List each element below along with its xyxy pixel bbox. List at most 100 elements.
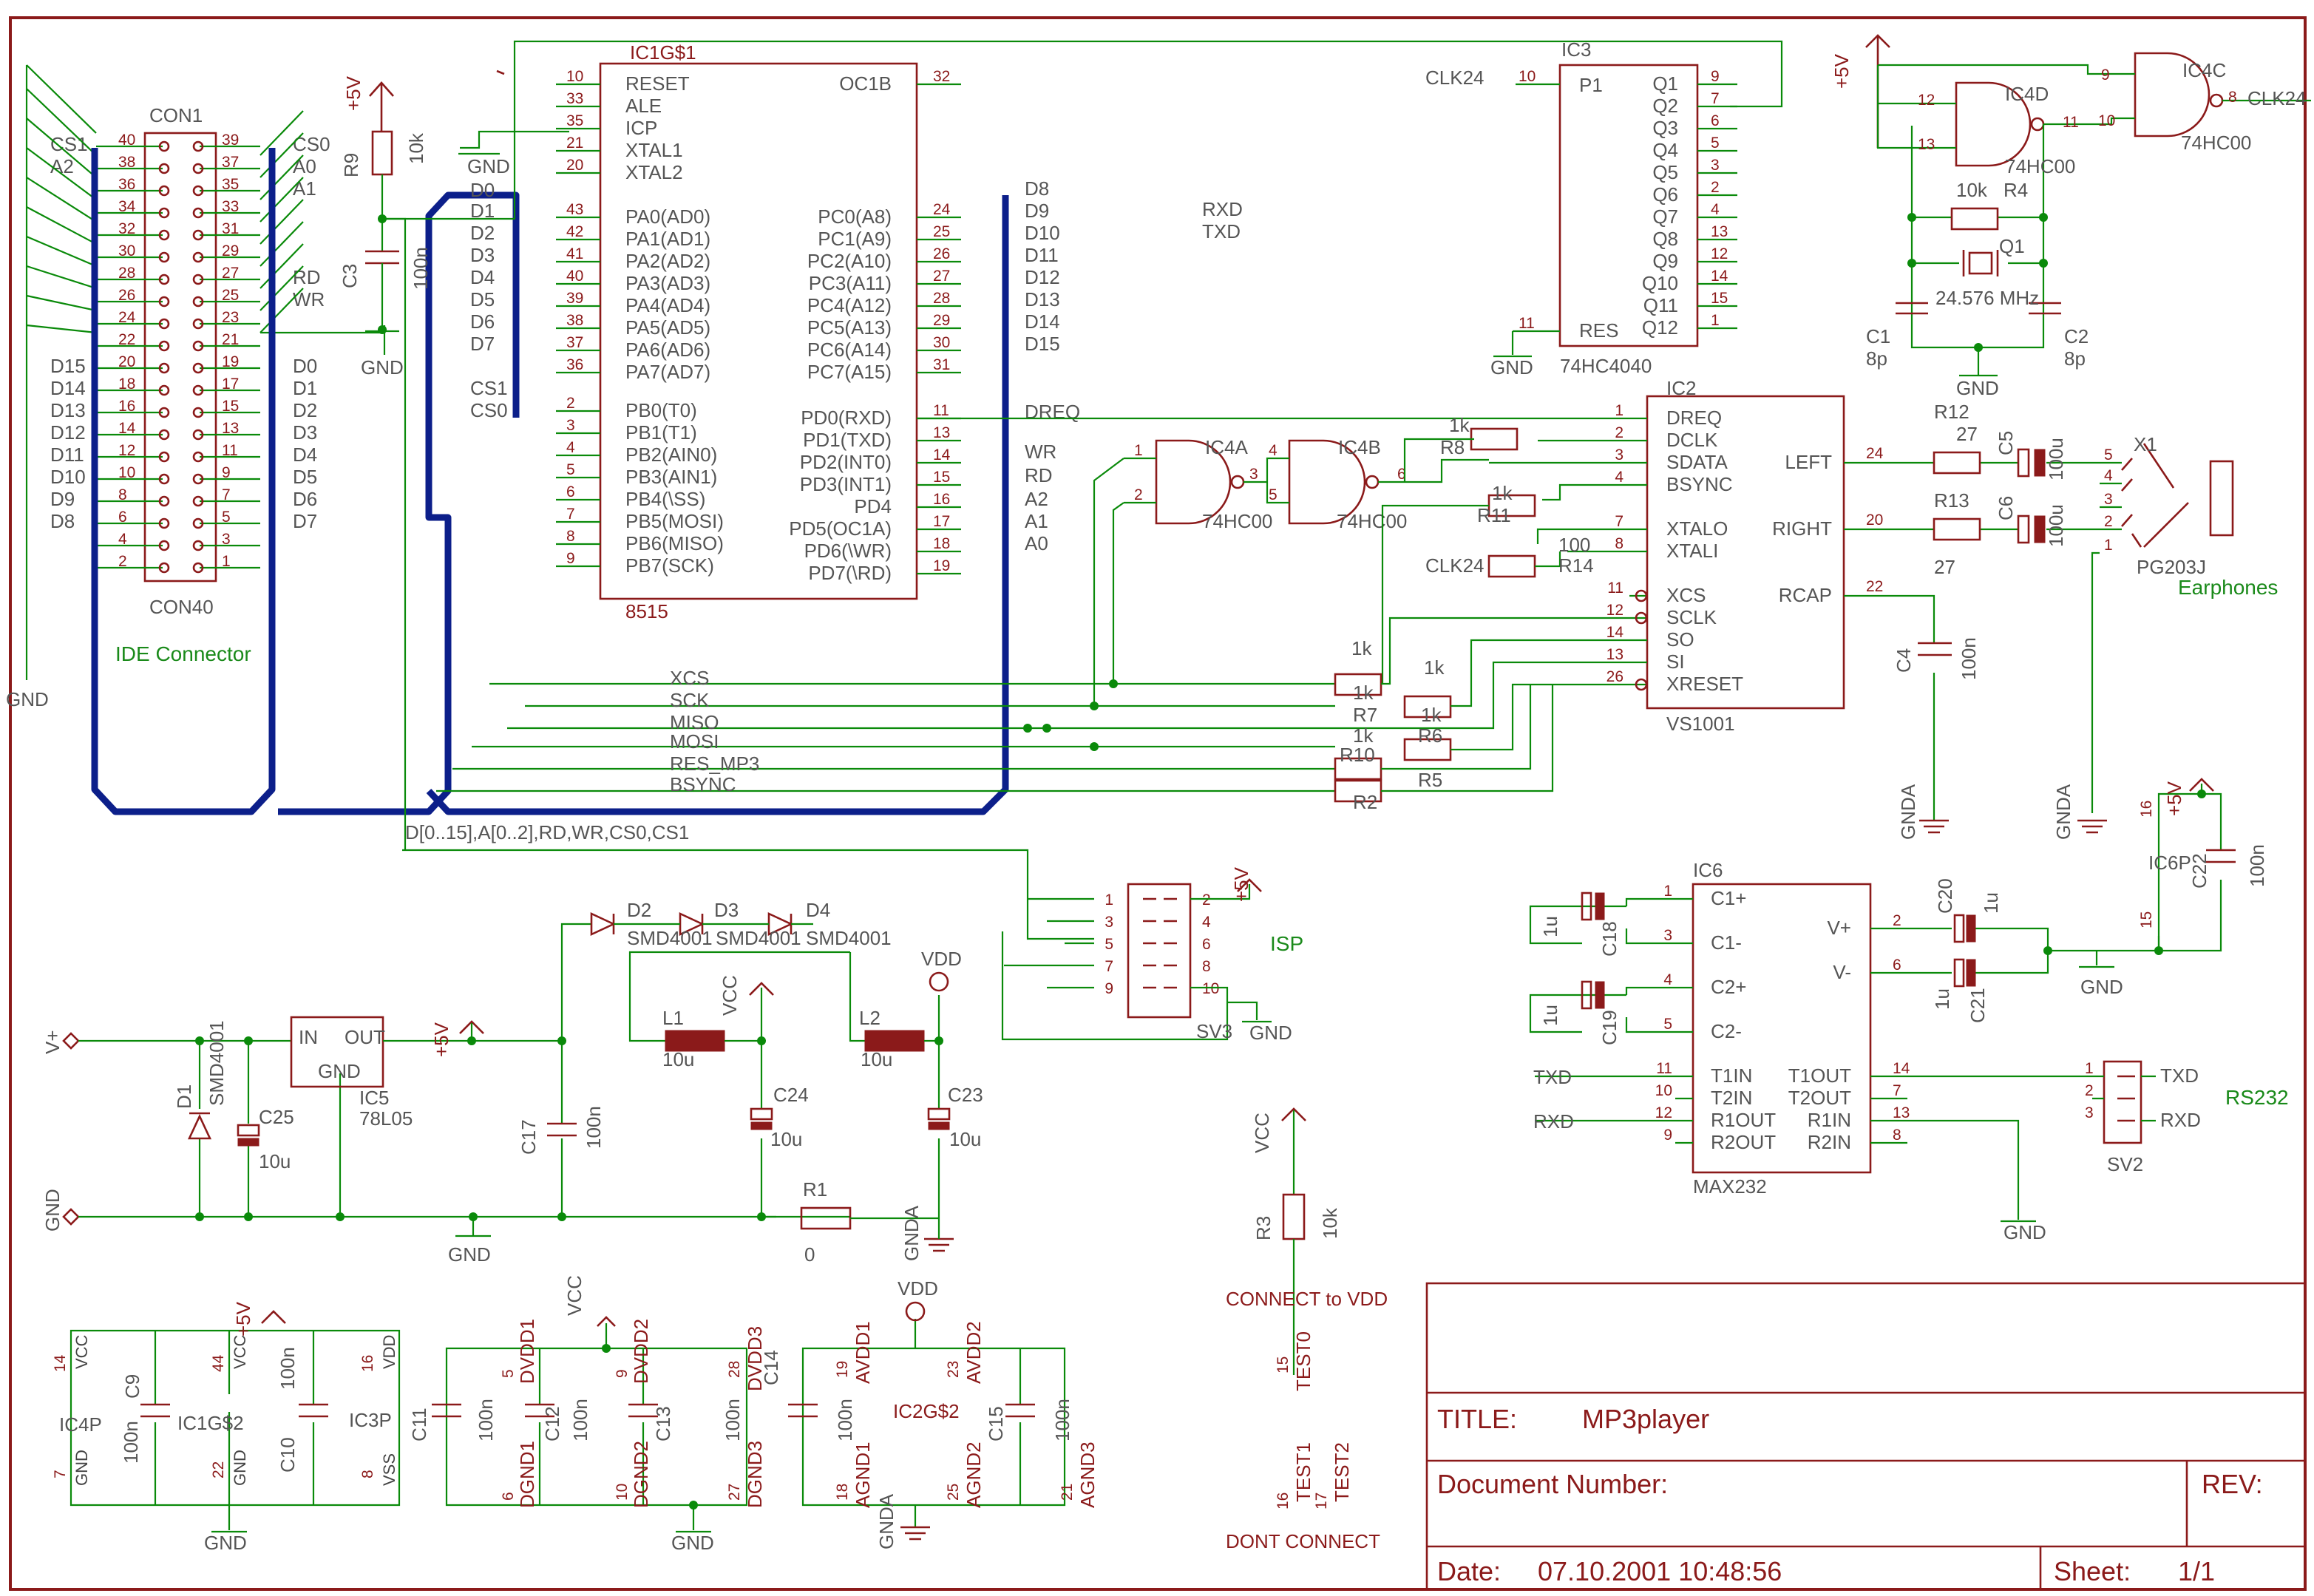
isp-right-num: 2 (1202, 892, 1211, 909)
bus-label: D[0..15],A[0..2],RD,WR,CS0,CS1 (405, 821, 689, 843)
mcu-right-pin-num: 27 (933, 268, 950, 285)
gnd-osc: GND (1956, 377, 1999, 399)
mcu-left-pin-name: RESET (625, 72, 690, 95)
l2-name: L2 (859, 1007, 881, 1029)
ide-right-signal: RD (293, 266, 321, 288)
ide-pin-right (192, 185, 204, 197)
ic3p-vdd: VDD (380, 1335, 398, 1369)
rs232-header: 1 2 3 TXD RXD RS232 SV2 GND (2001, 1060, 2289, 1243)
mcu-left-pin-name: PA5(AD5) (625, 316, 710, 339)
mcu-left-pin-name: PB2(AIN0) (625, 444, 717, 466)
gnd-dec2: GND (671, 1532, 714, 1554)
ide-pin-left (158, 318, 170, 330)
gnda-jack: GNDA (2052, 784, 2074, 840)
gnd-mcu: GND (467, 155, 510, 177)
agnd1: AGND1 (852, 1442, 874, 1508)
ide-left-signal: D12 (50, 421, 86, 444)
ide-pin-right (192, 274, 204, 285)
vdd-dec: VDD (898, 1277, 938, 1300)
mcu-right-net: D12 (1025, 266, 1060, 288)
ide-left-pin-num: 20 (118, 353, 135, 370)
title-block: TITLE: MP3player Document Number: REV: D… (1425, 1282, 2307, 1591)
ide-pin-right (192, 451, 204, 463)
c11-name: C11 (408, 1407, 430, 1442)
jack-pin-3: 3 (2104, 491, 2113, 508)
avdd2-num: 23 (945, 1361, 962, 1378)
rev-label: REV: (2202, 1469, 2263, 1499)
ide-right-signal: WR (293, 288, 325, 310)
max-left-num: 4 (1663, 971, 1672, 988)
mcu-left-net: D4 (470, 266, 495, 288)
ide-pin-left (158, 340, 170, 352)
mcu-left-pin-num: 5 (566, 461, 575, 478)
jack-label: Earphones (2178, 576, 2278, 599)
ide-right-pin-num: 39 (222, 132, 239, 149)
mcu-right-pin-name: PC2(A10) (807, 250, 892, 272)
c2-value: 8p (2064, 347, 2086, 370)
rs232-rxd: RXD (2160, 1109, 2201, 1131)
mcu-right-net: D11 (1025, 244, 1059, 266)
vs-right-name: RIGHT (1772, 517, 1832, 540)
vs-inv-bubble (1635, 589, 1648, 602)
oscillator: +5V IC4D IC4C 74HC00 74HC00 12 13 11 9 1… (1830, 34, 2311, 399)
c19-name: C19 (1598, 1010, 1621, 1045)
max-left-name: R1OUT (1711, 1109, 1776, 1131)
ide-right-pin-num: 33 (222, 198, 239, 215)
decoupling-group-3: VDD IC2G$2 100n C15 100n AVDD1 AVDD2 AGN… (788, 1277, 1099, 1549)
q1-value: 24.576 MHz (1935, 287, 2039, 309)
ide-right-pin-num: 15 (222, 398, 239, 415)
ic3-res-num: 11 (1519, 315, 1535, 332)
ide-name: CON1 (149, 104, 203, 126)
ide-pin-right (192, 517, 204, 529)
ic3-out-num: 14 (1711, 268, 1728, 285)
ide-pin-right (192, 296, 204, 308)
ide-pin-left (158, 517, 170, 529)
mcu-right-pin-name: PD3(INT1) (800, 473, 892, 495)
r9-value: 10k (405, 132, 427, 164)
ide-pin-left (158, 229, 170, 241)
c5-name: C5 (1995, 431, 2017, 455)
mcu-right-pin-name: PC6(A14) (807, 339, 892, 361)
vcc-dec: VCC (563, 1275, 586, 1316)
max-left-num: 11 (1656, 1060, 1672, 1077)
vs1001-name: IC2 (1666, 377, 1696, 399)
mcu-left-pin-num: 8 (566, 528, 575, 545)
clk24-vs: CLK24 (1425, 554, 1485, 577)
ic3-out-name: Q12 (1642, 316, 1678, 339)
mcu-left-net: D2 (470, 222, 495, 244)
r7-name: R7 (1353, 704, 1377, 726)
mcu-left-pin-name: PB5(MOSI) (625, 510, 724, 532)
vs-left-num: 8 (1615, 535, 1623, 552)
ic3-out-name: Q6 (1652, 183, 1678, 206)
ic1-vcc: VCC (231, 1334, 249, 1369)
spi-routing: 1k R8 1k R11 100 R14 CLK24 XCS SCK MISO … (436, 414, 1629, 813)
rs232-label: RS232 (2225, 1086, 2289, 1109)
pin-8: 8 (2228, 89, 2237, 106)
ide-pin-left (158, 251, 170, 263)
ic3-out-num: 2 (1711, 179, 1720, 196)
r10-name: R10 (1340, 744, 1375, 766)
ic3-out-num: 3 (1711, 157, 1720, 174)
c14-name: C14 (760, 1350, 782, 1385)
mcu-right-pin-num: 19 (933, 557, 950, 574)
dvdd3-num: 28 (726, 1361, 743, 1378)
ic6p-pin-16: 16 (2138, 801, 2155, 818)
ide-pin-left (158, 495, 170, 507)
ide-pin-left (158, 407, 170, 418)
isp-left-num: 9 (1105, 980, 1113, 997)
agnd3: AGND3 (1076, 1442, 1099, 1508)
ic3p-vss: VSS (380, 1453, 398, 1486)
ic3p-pin16: 16 (359, 1355, 376, 1372)
c12-name: C12 (541, 1406, 563, 1442)
main-bus-bottom (426, 195, 1009, 815)
l1-name: L1 (662, 1007, 684, 1029)
ic3-out-num: 9 (1711, 68, 1720, 85)
ide-right-signal: D5 (293, 466, 317, 488)
ide-right-pin-num: 11 (222, 442, 238, 459)
max-left-name: C2- (1711, 1020, 1742, 1042)
ide-left-pin-num: 8 (118, 486, 127, 503)
ide-pin-right (192, 140, 204, 152)
vcc-pwr: VCC (719, 975, 741, 1016)
ide-pin-right (192, 384, 204, 396)
ide-pin-left (158, 274, 170, 285)
